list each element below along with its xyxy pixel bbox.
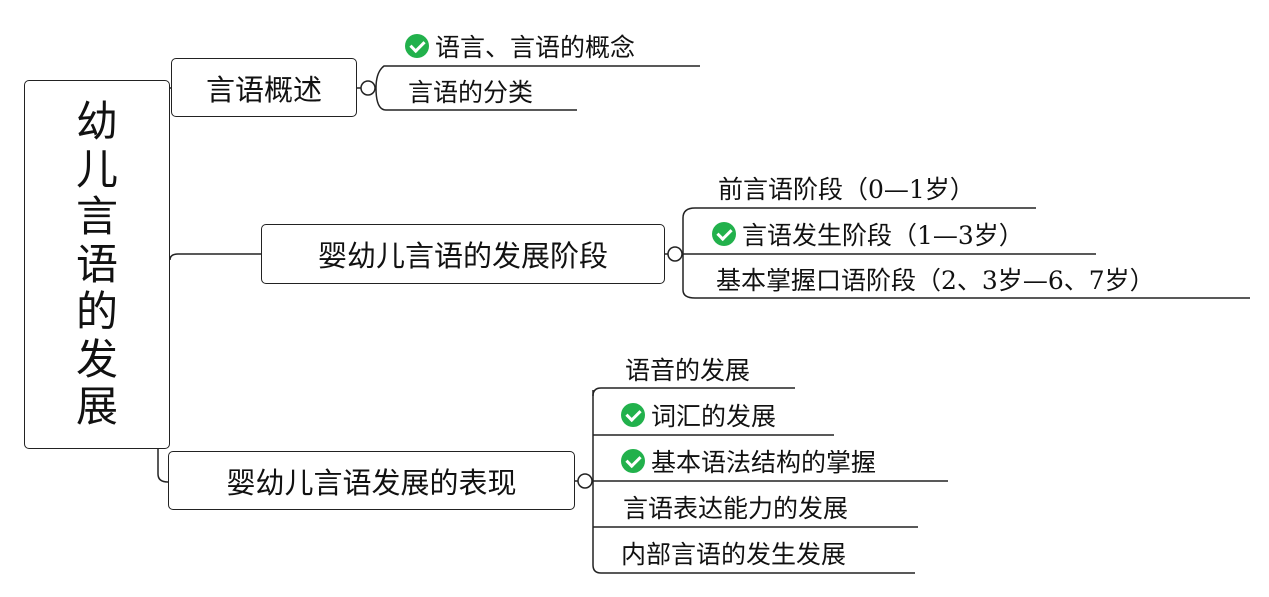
root-char: 言: [75, 192, 118, 242]
collapse-toggle-b2: [667, 246, 683, 262]
connector-b3-c5: [592, 564, 915, 574]
check-icon: [405, 34, 429, 58]
leaf-label: 前言语阶段（0—1岁）: [718, 175, 975, 204]
leaf-node[interactable]: 基本语法结构的掌握: [621, 443, 876, 479]
leaf-label: 语音的发展: [625, 356, 751, 385]
leaf-label: 言语的分类: [408, 78, 534, 107]
leaf-node[interactable]: 言语表达能力的发展: [623, 489, 848, 525]
check-icon: [621, 449, 645, 473]
branch-label: 婴幼儿言语的发展阶段: [317, 239, 608, 273]
root-char: 幼: [75, 97, 118, 147]
branch-label: 言语概述: [205, 72, 322, 107]
connector-root-b2: [169, 253, 261, 261]
connector-b1-spine: [375, 65, 700, 89]
leaf-label: 言语表达能力的发展: [623, 494, 849, 523]
root-char: 展: [75, 382, 118, 432]
leaf-label: 语言、言语的概念: [435, 33, 636, 62]
leaf-node[interactable]: 词汇的发展: [621, 397, 776, 433]
leaf-label: 基本掌握口语阶段（2、3岁—6、7岁）: [716, 266, 1155, 295]
leaf-node[interactable]: 言语的分类: [408, 73, 533, 109]
connector-b3-c1: [592, 387, 795, 397]
connector-b2-top: [682, 207, 1036, 254]
leaf-label: 词汇的发展: [651, 402, 777, 431]
connector-b1-child2: [375, 87, 577, 111]
root-char: 语: [75, 239, 118, 289]
check-icon: [621, 403, 645, 427]
connector-b2-bot: [682, 254, 1250, 299]
collapse-toggle-b1: [360, 80, 376, 96]
leaf-node[interactable]: 言语发生阶段（1—3岁）: [712, 216, 1024, 252]
root-char: 发: [75, 334, 118, 384]
branch-node-overview[interactable]: 言语概述: [171, 58, 357, 117]
leaf-label: 言语发生阶段（1—3岁）: [742, 221, 1024, 250]
leaf-node[interactable]: 语言、言语的概念: [405, 28, 635, 64]
leaf-node[interactable]: 内部言语的发生发展: [621, 535, 846, 571]
branch-node-manifestations[interactable]: 婴幼儿言语发展的表现: [168, 451, 575, 510]
root-node[interactable]: 幼 儿 言 语 的 发 展: [24, 80, 170, 449]
branch-label: 婴幼儿言语发展的表现: [226, 465, 517, 500]
root-char: 的: [75, 287, 118, 337]
leaf-label: 内部言语的发生发展: [621, 540, 847, 569]
leaf-node[interactable]: 语音的发展: [625, 351, 750, 387]
leaf-node[interactable]: 前言语阶段（0—1岁）: [718, 170, 975, 206]
check-icon: [712, 222, 736, 246]
leaf-label: 基本语法结构的掌握: [651, 448, 877, 477]
collapse-toggle-b3: [577, 473, 593, 489]
branch-node-stages[interactable]: 婴幼儿言语的发展阶段: [261, 224, 665, 284]
connector-root-b3: [157, 449, 169, 483]
leaf-node[interactable]: 基本掌握口语阶段（2、3岁—6、7岁）: [716, 261, 1155, 297]
root-char: 儿: [75, 144, 118, 194]
